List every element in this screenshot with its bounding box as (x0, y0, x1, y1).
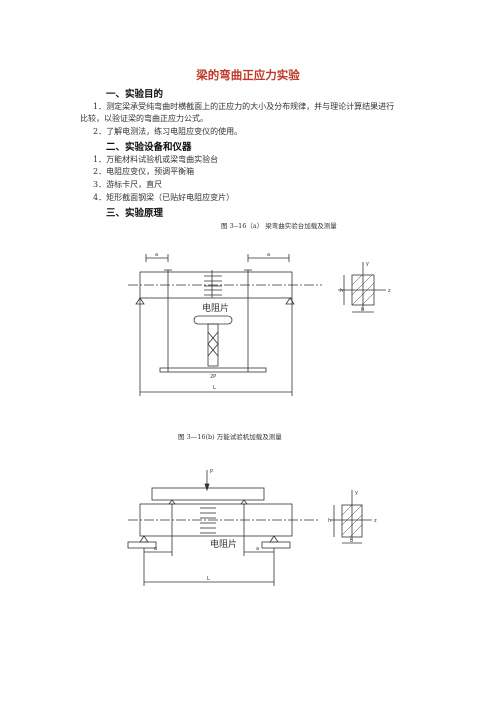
base-a (159, 367, 267, 373)
fig-b-label-P: P (210, 469, 213, 475)
equipment-item-1: 1．万能材料试验机或梁弯曲实验台 (93, 155, 219, 164)
load-rod-a (207, 323, 219, 367)
loading-beam-b (151, 487, 265, 501)
fig-a-label-y: y (366, 261, 369, 267)
purpose-item-1: 1．测定梁承受纯弯曲时横截面上的正应力的大小及分布规律，并与理论计算结果进行 (93, 102, 395, 111)
figure-b-caption: 图 3—16(b) 万能试验机加载及测量 (178, 433, 282, 441)
equipment-item-4: 4．矩形截面钢梁（已贴好电阻应变片） (93, 193, 235, 202)
section-heading-purpose: 一、实验目的 (106, 89, 164, 100)
page-title: 梁的弯曲正应力实验 (196, 68, 300, 82)
fig-b-label-a-right: a (256, 546, 259, 552)
fig-a-label-z: z (388, 288, 391, 294)
fig-b-label-b: b (350, 538, 353, 544)
fig-a-label-gauge: 电阻片 (202, 302, 229, 314)
strain-gauges-b (200, 507, 216, 534)
support-right-b (269, 535, 279, 543)
fig-a-label-L: L (213, 385, 216, 391)
base-right-b (261, 541, 291, 549)
base-left-b (127, 541, 157, 549)
fig-a-label-a-left: a (155, 252, 158, 258)
fig-b-label-y: y (355, 490, 358, 496)
fig-a-label-b: b (361, 307, 364, 313)
section-heading-principle: 三、实验原理 (106, 208, 164, 219)
section-heading-equipment: 二、实验设备和仪器 (106, 142, 192, 153)
fig-b-label-a-left: a (154, 546, 157, 552)
fig-b-label-L: L (207, 576, 210, 582)
fig-b-label-h: h (328, 518, 331, 524)
equipment-item-2: 2．电阻应变仪，预调平衡箱 (93, 167, 195, 176)
fig-b-label-z: z (374, 518, 377, 524)
purpose-item-1-cont: 比较，以验证梁的弯曲正应力公式。 (80, 114, 208, 123)
purpose-item-2: 2．了解电测法，练习电阻应变仪的使用。 (93, 127, 243, 136)
fig-a-label-P: 2P (210, 374, 216, 380)
figure-a-caption: 图 3--16（a） 梁弯曲实验台加载及测量 (221, 222, 337, 230)
strain-gauges-a (204, 270, 222, 298)
fig-a-label-h: h (340, 288, 343, 294)
fig-b-label-gauge: 电阻片 (210, 538, 237, 550)
equipment-item-3: 3．游标卡尺，直尺 (93, 180, 163, 189)
support-left-b (139, 535, 149, 543)
fig-a-label-a-right: a (267, 252, 270, 258)
